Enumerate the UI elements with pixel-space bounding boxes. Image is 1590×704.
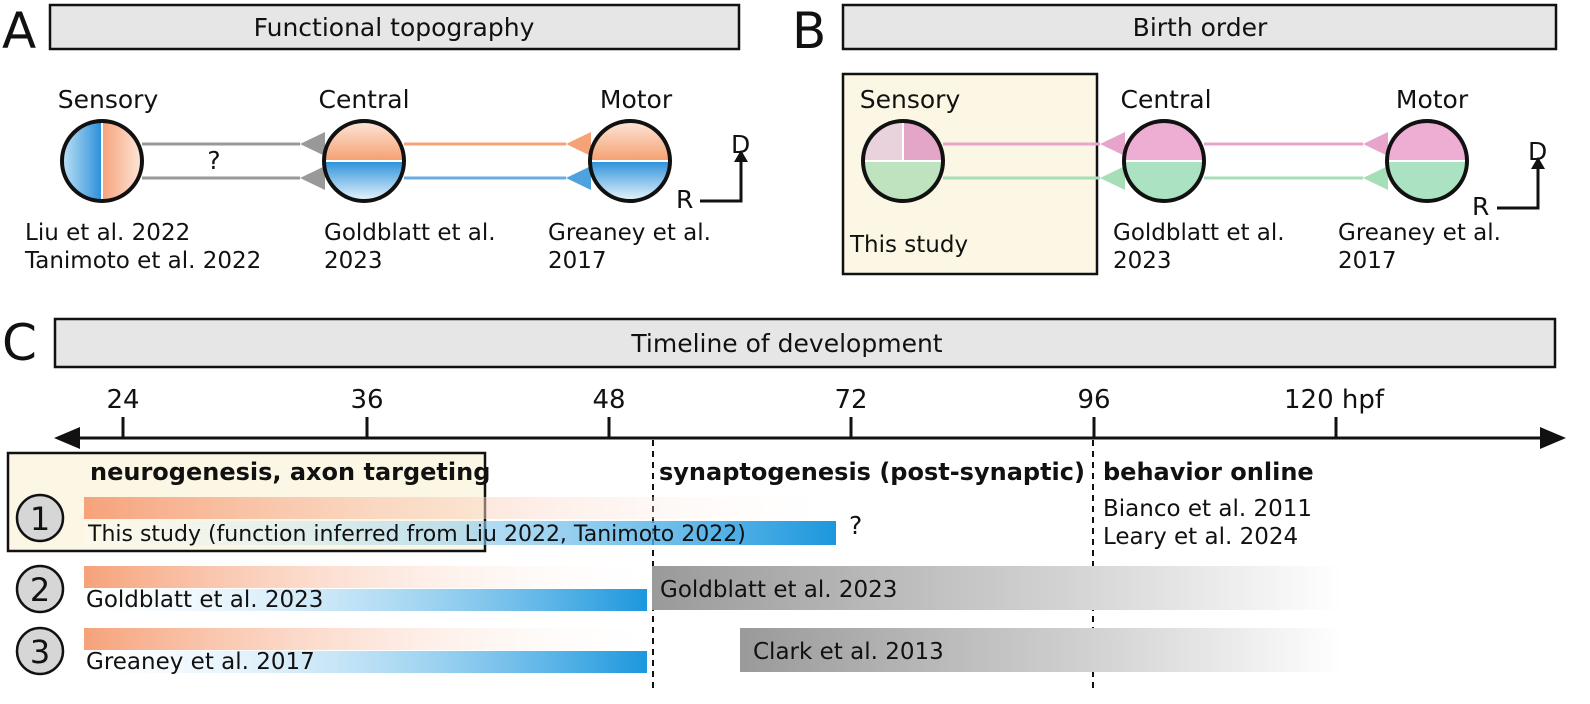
panel-b-axis-d: D bbox=[1528, 137, 1547, 166]
row-3-synapse-bar bbox=[740, 628, 1342, 672]
panel-b-pink-arrowhead-1 bbox=[1100, 132, 1125, 156]
row-2-number-badge: 2 bbox=[15, 564, 65, 614]
tick-label-96: 96 bbox=[1077, 385, 1110, 415]
panel-a-unknown-mark: ? bbox=[207, 146, 220, 175]
row-2-number: 2 bbox=[30, 571, 50, 609]
row-1-synapse-label: ? bbox=[849, 511, 862, 540]
panel-a: A Functional topography Sensory Central … bbox=[2, 2, 750, 274]
panel-a-axis-indicator: D R bbox=[676, 130, 750, 214]
panel-b-letter: B bbox=[792, 2, 826, 60]
panel-c-banner bbox=[53, 317, 1557, 369]
panel-a-sensory-neuron bbox=[60, 119, 144, 203]
phase-label-neurogenesis: neurogenesis, axon targeting bbox=[90, 458, 490, 486]
panel-b-axis-indicator: D R bbox=[1472, 137, 1547, 221]
panel-b-pink-arrowhead-2 bbox=[1363, 132, 1388, 156]
timeline-axis: 24 36 48 72 96 120 hpf bbox=[54, 385, 1566, 449]
panel-a-sensory-cite-2: Tanimoto et al. 2022 bbox=[24, 248, 261, 274]
behavior-cite-1: Bianco et al. 2011 bbox=[1103, 496, 1312, 522]
row-2-orange-bar bbox=[84, 566, 647, 588]
tick-label-48: 48 bbox=[592, 385, 625, 415]
panel-c-title: Timeline of development bbox=[630, 329, 942, 358]
panel-b-motor-neuron bbox=[1385, 119, 1469, 203]
phase-label-synaptogenesis: synaptogenesis (post-synaptic) bbox=[659, 458, 1085, 486]
panel-a-central-cite-1: Goldblatt et al. bbox=[324, 220, 496, 246]
panel-b-sensory-label: Sensory bbox=[860, 85, 961, 114]
panel-a-motor-cite-2: 2017 bbox=[548, 248, 607, 274]
timeline-left-arrowhead bbox=[54, 427, 80, 449]
panel-a-blue-arrowhead bbox=[566, 166, 591, 190]
panel-b-green-arrowhead-2 bbox=[1363, 166, 1388, 190]
panel-a-motor-cite-1: Greaney et al. bbox=[548, 220, 711, 246]
panel-a-central-cite-2: 2023 bbox=[324, 248, 383, 274]
tick-label-36: 36 bbox=[350, 385, 383, 415]
panel-b-green-arrowhead-1 bbox=[1100, 166, 1125, 190]
panel-a-arrowhead-lower bbox=[300, 166, 325, 190]
row-2-synapse-label: Goldblatt et al. 2023 bbox=[660, 577, 897, 603]
row-1-blue-bar bbox=[84, 521, 836, 545]
row-1-birth-label: This study (function inferred from Liu 2… bbox=[87, 522, 746, 547]
panel-a-axis-r: R bbox=[676, 185, 693, 214]
row-3-number-badge: 3 bbox=[15, 626, 65, 676]
row-3-blue-bar bbox=[84, 651, 647, 673]
timeline-right-arrowhead bbox=[1540, 427, 1566, 449]
row-2-birth-label: Goldblatt et al. 2023 bbox=[86, 587, 323, 613]
panel-a-central-label: Central bbox=[318, 85, 409, 114]
row-2-blue-bar bbox=[84, 589, 647, 611]
panel-a-letter: A bbox=[2, 2, 36, 60]
row-3-synapse-label: Clark et al. 2013 bbox=[753, 639, 944, 665]
panel-a-orange-arrowhead bbox=[566, 132, 591, 156]
panel-a-arrowhead-upper bbox=[300, 132, 325, 156]
row-3-number: 3 bbox=[30, 633, 50, 671]
panel-a-sensory-cite-1: Liu et al. 2022 bbox=[25, 220, 190, 246]
panel-a-motor-label: Motor bbox=[600, 85, 673, 114]
phase-label-behavior: behavior online bbox=[1103, 458, 1314, 486]
panel-b-motor-label: Motor bbox=[1396, 85, 1469, 114]
panel-b-central-cite-1: Goldblatt et al. bbox=[1113, 220, 1285, 246]
panel-c: C Timeline of development 24 36 48 72 96… bbox=[2, 314, 1566, 690]
behavior-cite-2: Leary et al. 2024 bbox=[1103, 524, 1298, 550]
panel-a-title: Functional topography bbox=[254, 13, 535, 42]
panel-b-motor-cite-2: 2017 bbox=[1338, 248, 1397, 274]
panel-a-axis-d: D bbox=[731, 130, 750, 159]
tick-label-72: 72 bbox=[834, 385, 867, 415]
row-3-orange-bar bbox=[84, 628, 647, 650]
panel-c-letter: C bbox=[2, 314, 37, 372]
row-2-synapse-bar bbox=[652, 566, 1342, 610]
tick-label-120: 120 hpf bbox=[1284, 385, 1385, 415]
panel-a-motor-neuron bbox=[588, 119, 672, 203]
row-1-number-badge: 1 bbox=[15, 493, 65, 543]
panel-b-banner bbox=[841, 3, 1558, 51]
panel-b-central-neuron bbox=[1122, 119, 1206, 203]
panel-b-axis-r: R bbox=[1472, 192, 1489, 221]
row-3-birth-label: Greaney et al. 2017 bbox=[86, 649, 315, 675]
panel-a-central-neuron bbox=[322, 119, 406, 203]
row-1-orange-bar bbox=[84, 497, 836, 519]
panel-b-motor-cite-1: Greaney et al. bbox=[1338, 220, 1501, 246]
panel-b-central-cite-2: 2023 bbox=[1113, 248, 1172, 274]
tick-label-24: 24 bbox=[106, 385, 139, 415]
panel-b-sensory-neuron bbox=[861, 119, 945, 203]
panel-a-sensory-label: Sensory bbox=[58, 85, 159, 114]
panel-b-sensory-cite: This study bbox=[849, 232, 968, 258]
panel-b-central-label: Central bbox=[1120, 85, 1211, 114]
panel-b: B Birth order Sensory Central Motor bbox=[792, 2, 1558, 276]
panel-b-title: Birth order bbox=[1133, 13, 1268, 42]
panel-a-banner bbox=[48, 3, 741, 51]
row-1-number: 1 bbox=[30, 500, 50, 538]
